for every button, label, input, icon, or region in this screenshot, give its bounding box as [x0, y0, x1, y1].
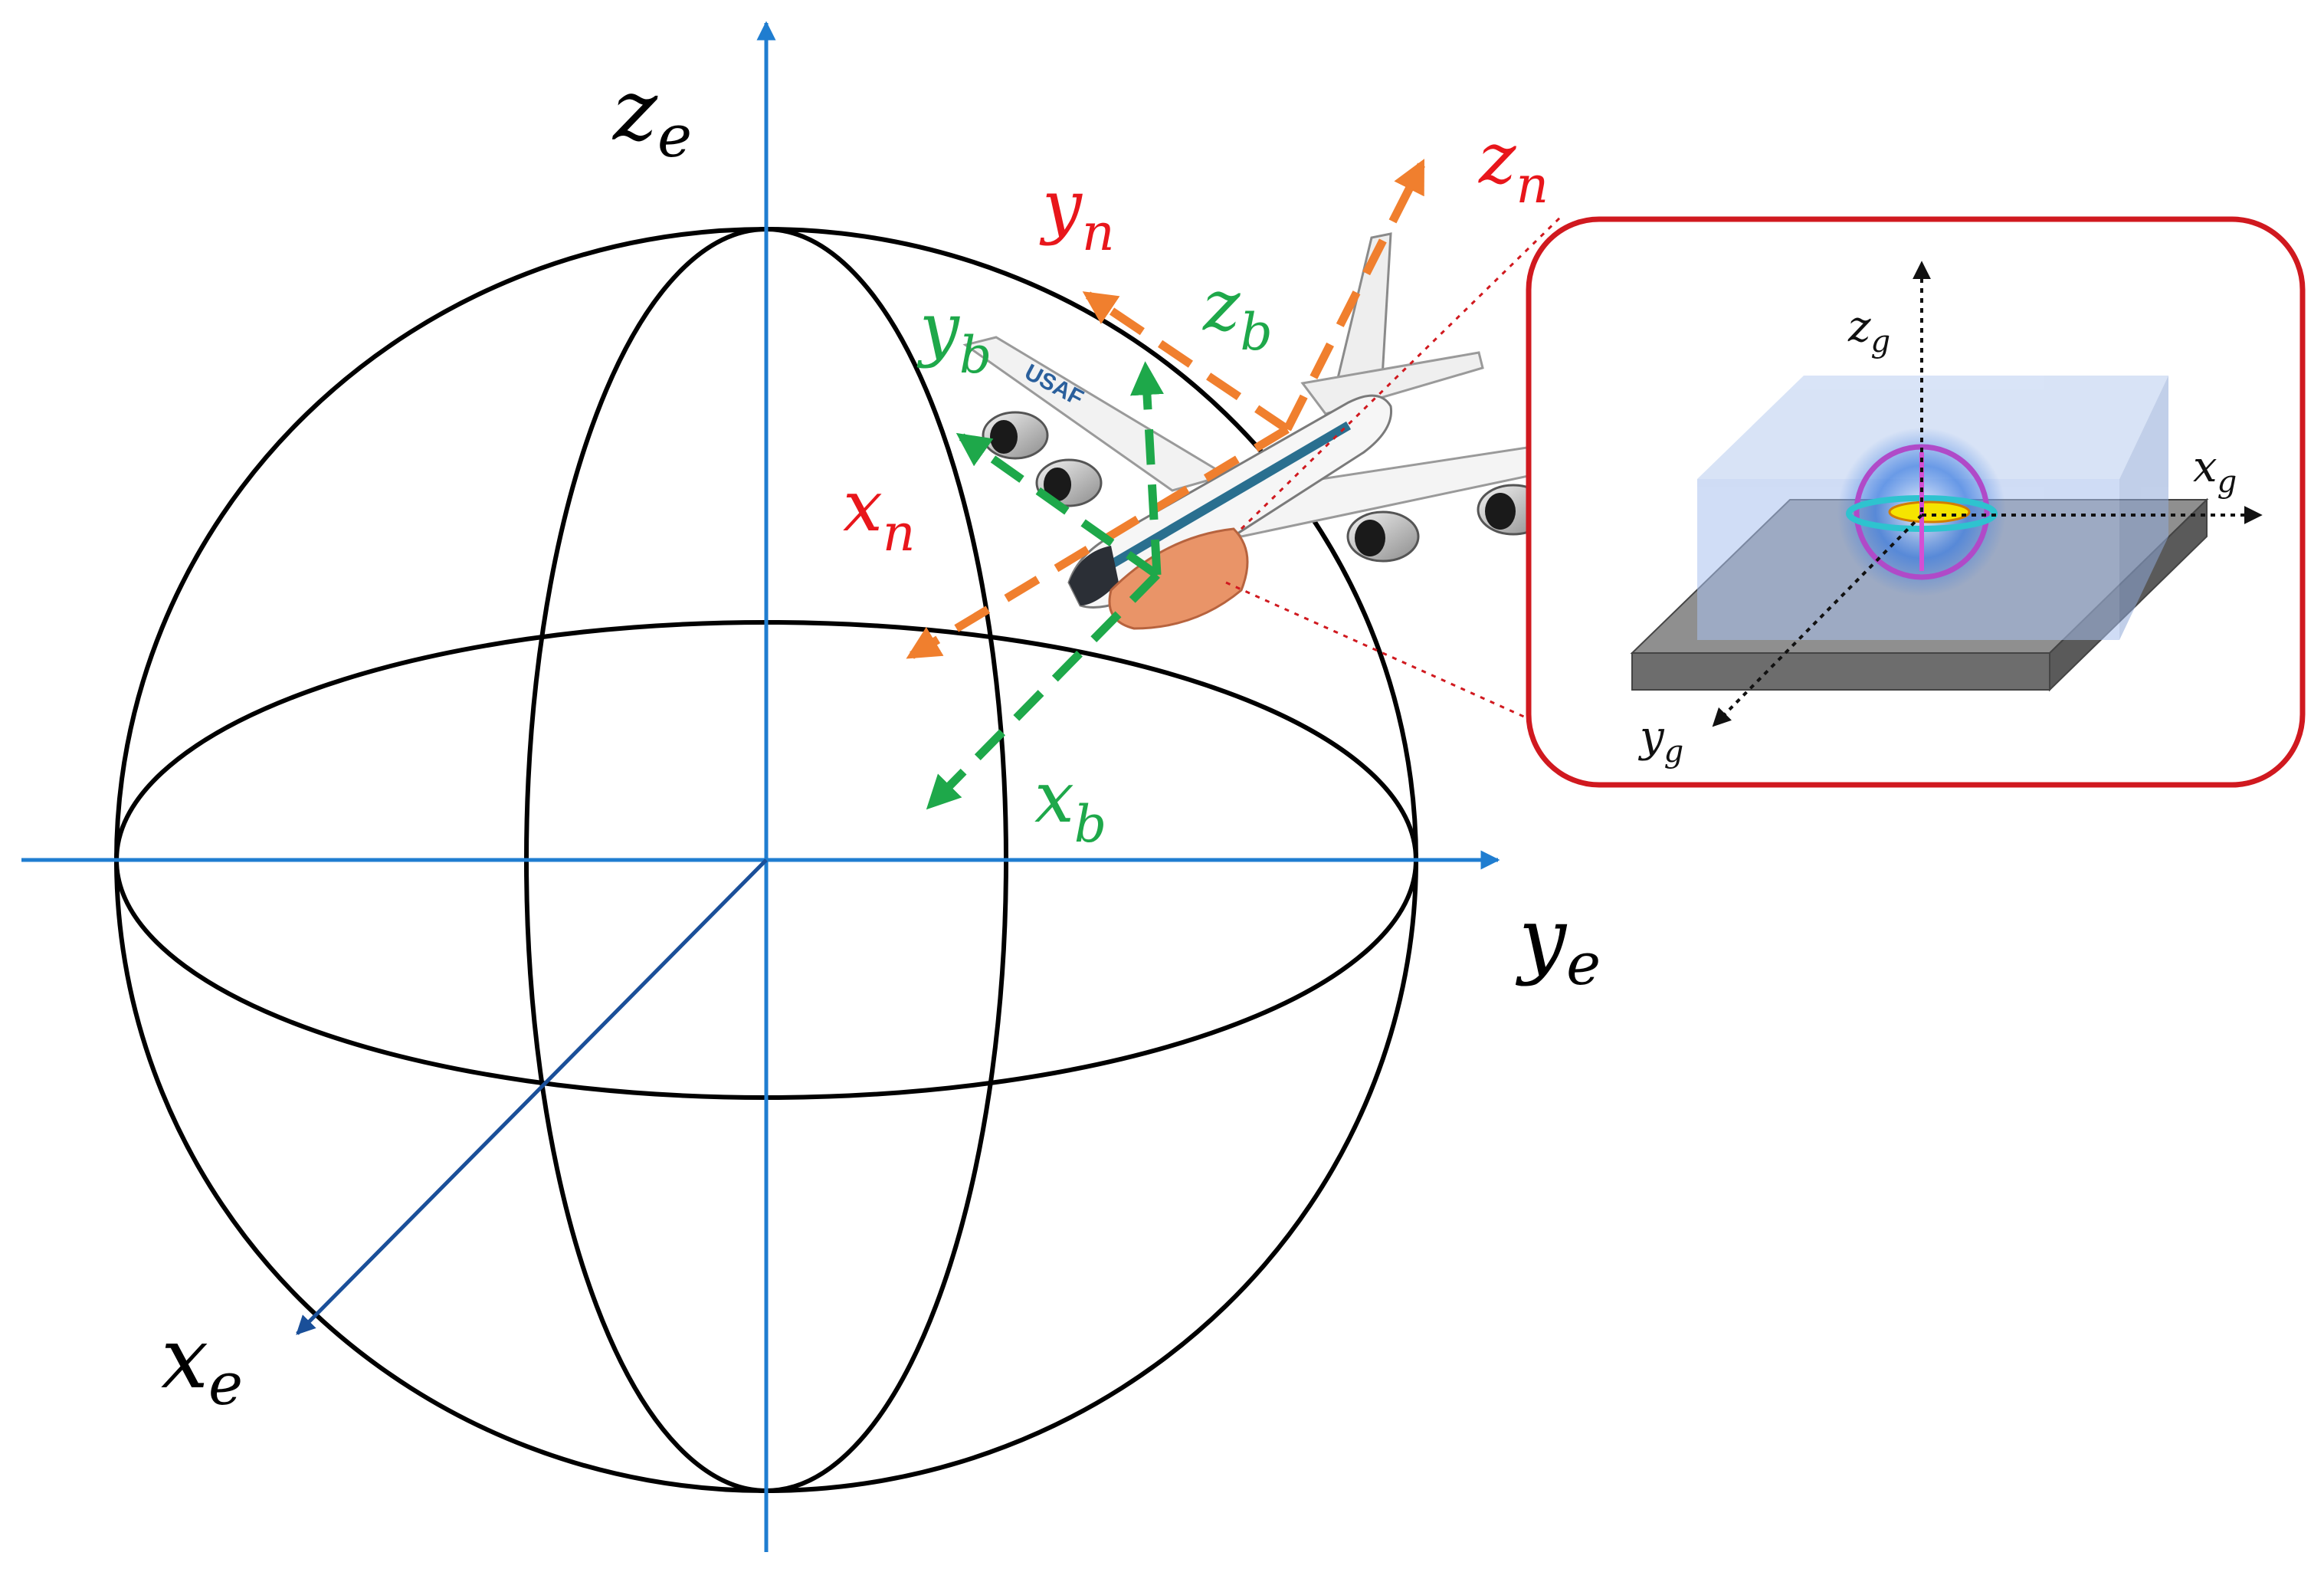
earth-y-label: ye: [1515, 889, 1601, 998]
earth-z-label: ze: [611, 61, 692, 170]
navigation-frame-axes: [906, 159, 1425, 659]
nav-x-axis: [906, 425, 1290, 659]
aircraft-engines: [982, 411, 1550, 563]
engine-1-intake: [990, 420, 1018, 454]
callout-line-bottom: [1225, 581, 1564, 736]
gyro-z-label: zg: [1847, 302, 1890, 359]
gyro-y-label: yg: [1637, 712, 1683, 770]
body-y-label: yb: [916, 287, 992, 385]
gyro-inset: zg xg yg: [1526, 216, 2306, 788]
nav-y-axis: [1082, 291, 1290, 433]
body-y-axis: [955, 432, 1160, 579]
aircraft-nose: [1069, 546, 1119, 605]
body-frame-axes: [926, 361, 1164, 810]
gyro-frame-axes: [1712, 261, 2263, 727]
earth-x-axis: [296, 858, 768, 1335]
engine-2-intake: [1044, 468, 1071, 501]
earth-x-label: xe: [161, 1309, 243, 1418]
earth-frame-axes: [21, 21, 1500, 1552]
engine-4-intake: [1485, 493, 1516, 530]
nav-z-axis: [1283, 159, 1425, 432]
gyro-outer-ring: [1854, 444, 1990, 580]
engine-3-intake: [1355, 520, 1385, 556]
nav-y-label: yn: [1039, 165, 1115, 262]
body-z-axis: [1129, 361, 1164, 576]
nav-x-label: xn: [843, 465, 915, 563]
housing-side: [2119, 376, 2168, 640]
nav-z-label: zn: [1478, 117, 1549, 215]
body-z-label: zb: [1202, 264, 1273, 362]
aircraft-radome: [1108, 527, 1249, 630]
gyro-x-label: xg: [2193, 442, 2237, 500]
housing-top: [1697, 376, 2168, 479]
aircraft-cheatline: [1077, 421, 1352, 587]
aircraft-horizontal-stabilizer: [1300, 351, 1484, 415]
callout-lines: [1225, 213, 1565, 736]
gyro-rotor: [1888, 500, 1971, 523]
base-plate-front: [1631, 652, 2050, 691]
body-x-label: xb: [1034, 756, 1106, 854]
